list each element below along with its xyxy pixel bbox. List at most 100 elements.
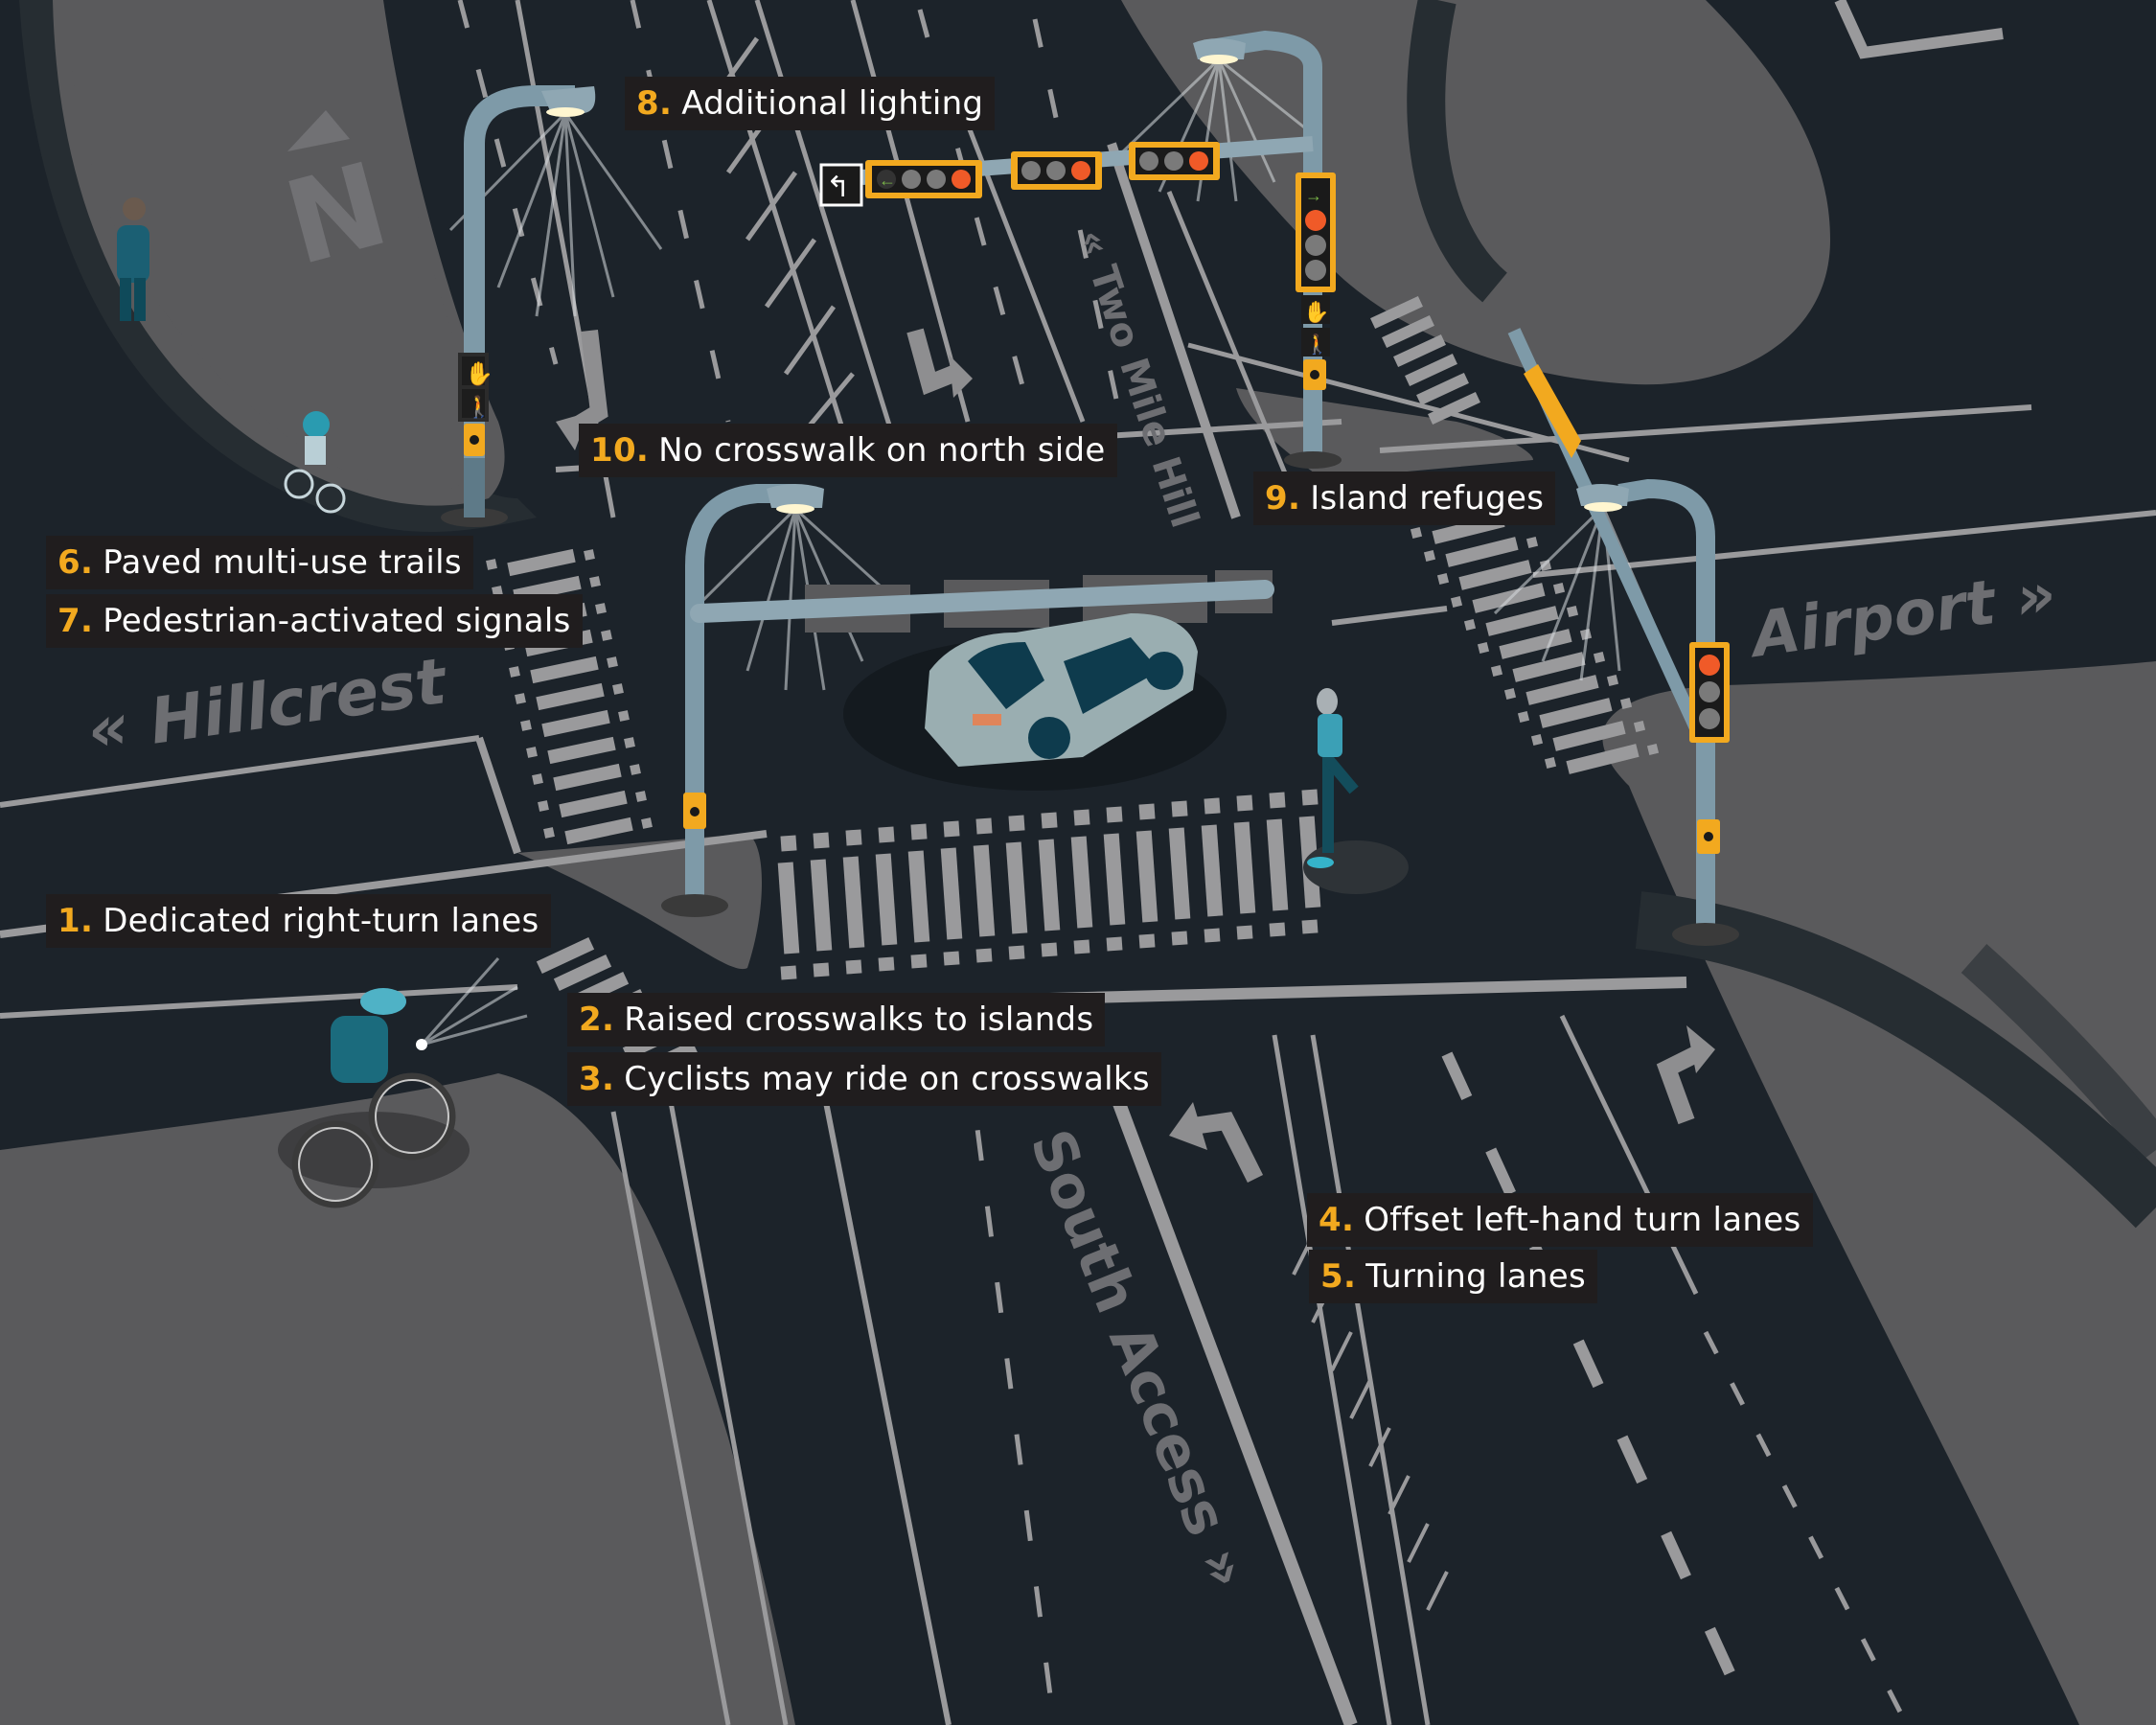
right-turn-arrow-icon xyxy=(1656,1046,1701,1125)
crosswalk-dash xyxy=(845,959,862,975)
crosswalk-stripe xyxy=(842,856,865,949)
crosswalk-dash xyxy=(1530,733,1544,747)
crosswalk-dash xyxy=(509,666,520,678)
crosswalk-stripe xyxy=(1070,836,1093,929)
southwest-island xyxy=(0,1073,795,1725)
light-beam xyxy=(535,112,567,317)
light-beam xyxy=(1217,58,1238,202)
north-left-turn-arrow-icon xyxy=(906,328,957,396)
lamp-head-icon xyxy=(541,86,596,113)
feature-text: No crosswalk on north side xyxy=(658,431,1106,470)
feature-number: 7. xyxy=(57,602,94,640)
left-turn-arrowhead-icon xyxy=(1169,1102,1207,1150)
feature-number: 4. xyxy=(1319,1201,1355,1239)
crosswalk-stripe xyxy=(1201,824,1224,917)
crosswalk-stripe xyxy=(536,682,605,711)
crosswalk-dash xyxy=(1633,720,1646,733)
crosswalk-stripe xyxy=(973,844,996,937)
crosswalk-stripe xyxy=(1135,830,1158,923)
feature-text: Cyclists may ride on crosswalks xyxy=(624,1060,1150,1098)
crosswalk-stripe xyxy=(1552,721,1626,751)
crosswalk-stripe xyxy=(1005,841,1028,934)
feature-label-1: 1.Dedicated right-turn lanes xyxy=(46,894,551,948)
crosswalk-dash xyxy=(1436,572,1450,586)
lamp-head-icon xyxy=(1576,484,1629,506)
feature-text: Paved multi-use trails xyxy=(103,543,462,582)
crosswalk-dash xyxy=(601,630,612,641)
light-beam xyxy=(784,508,797,691)
light-beam xyxy=(1119,58,1221,155)
jogger xyxy=(1303,688,1409,894)
crosswalk-dash xyxy=(1138,803,1156,820)
crosswalk-dash xyxy=(584,549,595,561)
signal-head-vertical-northeast: → ✋ 🚶 xyxy=(1296,172,1336,390)
crosswalk-dash xyxy=(635,791,647,802)
crosswalk-dash xyxy=(1236,925,1253,940)
street-light-northwest: ✋ 🚶 xyxy=(441,85,596,527)
light-beam xyxy=(1579,506,1605,681)
northeast-trail-arc xyxy=(1407,0,1508,303)
light-beam xyxy=(1493,505,1605,615)
crosswalk-dash xyxy=(595,603,607,614)
crosswalk-dash xyxy=(943,820,960,838)
crosswalk-stripe xyxy=(530,656,599,684)
crosswalk-dash xyxy=(1204,797,1221,815)
crosswalk-dash xyxy=(492,586,503,597)
north-left-turn-arrowhead-icon xyxy=(949,355,973,398)
light-beam xyxy=(688,507,797,615)
crosswalk-stripe xyxy=(541,709,610,738)
crosswalk-dash xyxy=(1525,536,1539,549)
south-approach-markings xyxy=(0,977,1910,1725)
crosswalk-dash xyxy=(1619,697,1633,710)
feature-label-7: 7.Pedestrian-activated signals xyxy=(46,594,583,648)
signal-head-3 xyxy=(1129,142,1220,180)
crosswalk-dash xyxy=(813,962,830,978)
southeast-trail-upper xyxy=(1961,944,2156,1162)
crosswalk-stripe xyxy=(559,790,628,818)
feature-number: 10. xyxy=(590,431,650,470)
feature-text: Turning lanes xyxy=(1365,1257,1587,1296)
feature-label-2: 2.Raised crosswalks to islands xyxy=(567,993,1106,1046)
crosswalk-dash xyxy=(1041,812,1058,829)
crosswalk-stripe xyxy=(1038,839,1061,932)
northeast-island xyxy=(1121,0,1830,385)
crosswalk-dash xyxy=(1552,582,1566,595)
pedestrian-walking xyxy=(117,197,149,321)
crosswalk-dash xyxy=(1423,549,1436,563)
south-crosswalk xyxy=(777,789,1321,980)
child-cyclist xyxy=(284,411,346,514)
crosswalk-dash xyxy=(813,832,830,849)
crosswalk-dash xyxy=(630,764,641,775)
green-left-arrow-icon: ← xyxy=(879,171,896,190)
feature-text: Pedestrian-activated signals xyxy=(103,602,571,640)
lamp-head-icon xyxy=(1193,38,1246,59)
left-turn-arrow-icon xyxy=(1191,1112,1264,1184)
feature-number: 8. xyxy=(636,84,673,123)
crosswalk-dash xyxy=(520,720,532,731)
crosswalk-dash xyxy=(543,827,555,839)
crosswalk-dash xyxy=(1236,794,1253,812)
crosswalk-stripe xyxy=(1512,652,1586,682)
feature-number: 2. xyxy=(579,1000,615,1039)
feature-number: 6. xyxy=(57,543,94,582)
crosswalk-dash xyxy=(538,800,549,812)
crosswalk-stripe xyxy=(777,862,800,954)
light-beam xyxy=(563,112,577,317)
crosswalk-dash xyxy=(532,773,543,785)
crosswalk-dash xyxy=(1477,641,1490,655)
crosswalk-stripe xyxy=(507,548,576,577)
crosswalk-dash xyxy=(1450,595,1463,609)
crosswalk-dash xyxy=(1041,942,1058,957)
feature-label-5: 5.Turning lanes xyxy=(1309,1250,1598,1303)
crosswalk-stripe xyxy=(1370,295,1423,330)
feature-text: Dedicated right-turn lanes xyxy=(103,902,539,940)
feature-label-6: 6.Paved multi-use trails xyxy=(46,536,473,589)
signal-head-diagonal xyxy=(1524,364,1581,458)
crosswalk-dash xyxy=(1517,710,1530,724)
bike-light-beam xyxy=(421,985,518,1046)
crosswalk-dash xyxy=(1503,687,1517,701)
crosswalk-dash xyxy=(1301,919,1319,934)
crosswalk-stripe xyxy=(940,847,963,940)
crosswalk-stripe xyxy=(1416,372,1469,406)
